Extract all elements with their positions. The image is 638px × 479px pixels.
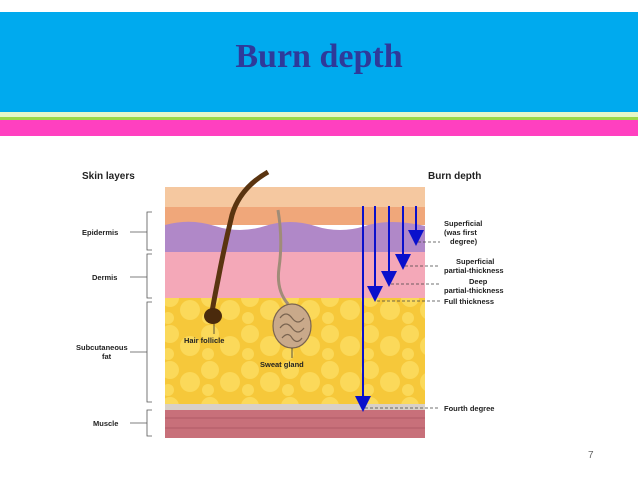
superficial-partial-label-1: Superficial: [456, 257, 494, 266]
fourth-degree-label: Fourth degree: [444, 404, 494, 413]
full-thickness-label: Full thickness: [444, 297, 494, 306]
page-number: 7: [588, 450, 594, 461]
dermis-label: Dermis: [92, 273, 117, 282]
superficial-label-1: Superficial: [444, 219, 482, 228]
subcutaneous-label: Subcutaneous: [76, 343, 128, 352]
magenta-band: [0, 120, 638, 136]
skin-layers-heading: Skin layers: [82, 171, 135, 182]
slide-title: Burn depth: [235, 38, 403, 75]
muscle-layer: [165, 410, 425, 438]
light-stripe: [0, 112, 638, 117]
superficial-label-2: (was first: [444, 228, 477, 237]
basal-layer: [165, 221, 425, 252]
deep-partial-label-2: partial-thickness: [444, 286, 504, 295]
stratum-top: [165, 187, 425, 209]
superficial-partial-label-2: partial-thickness: [444, 266, 504, 275]
green-stripe: [0, 117, 638, 120]
superficial-label-3: degree): [450, 237, 478, 246]
fascia-line: [165, 404, 425, 410]
deep-partial-label-1: Deep: [469, 277, 488, 286]
hair-follicle-label: Hair follicle: [184, 336, 224, 345]
epidermis-label: Epidermis: [82, 228, 118, 237]
layer-brackets: [130, 211, 152, 437]
depth-arrows: [355, 206, 424, 412]
sweat-gland-label: Sweat gland: [260, 360, 304, 369]
muscle-label: Muscle: [93, 419, 118, 428]
burn-depth-heading: Burn depth: [428, 171, 481, 182]
fat-label: fat: [102, 352, 112, 361]
hair-follicle-graphic: [204, 169, 270, 324]
